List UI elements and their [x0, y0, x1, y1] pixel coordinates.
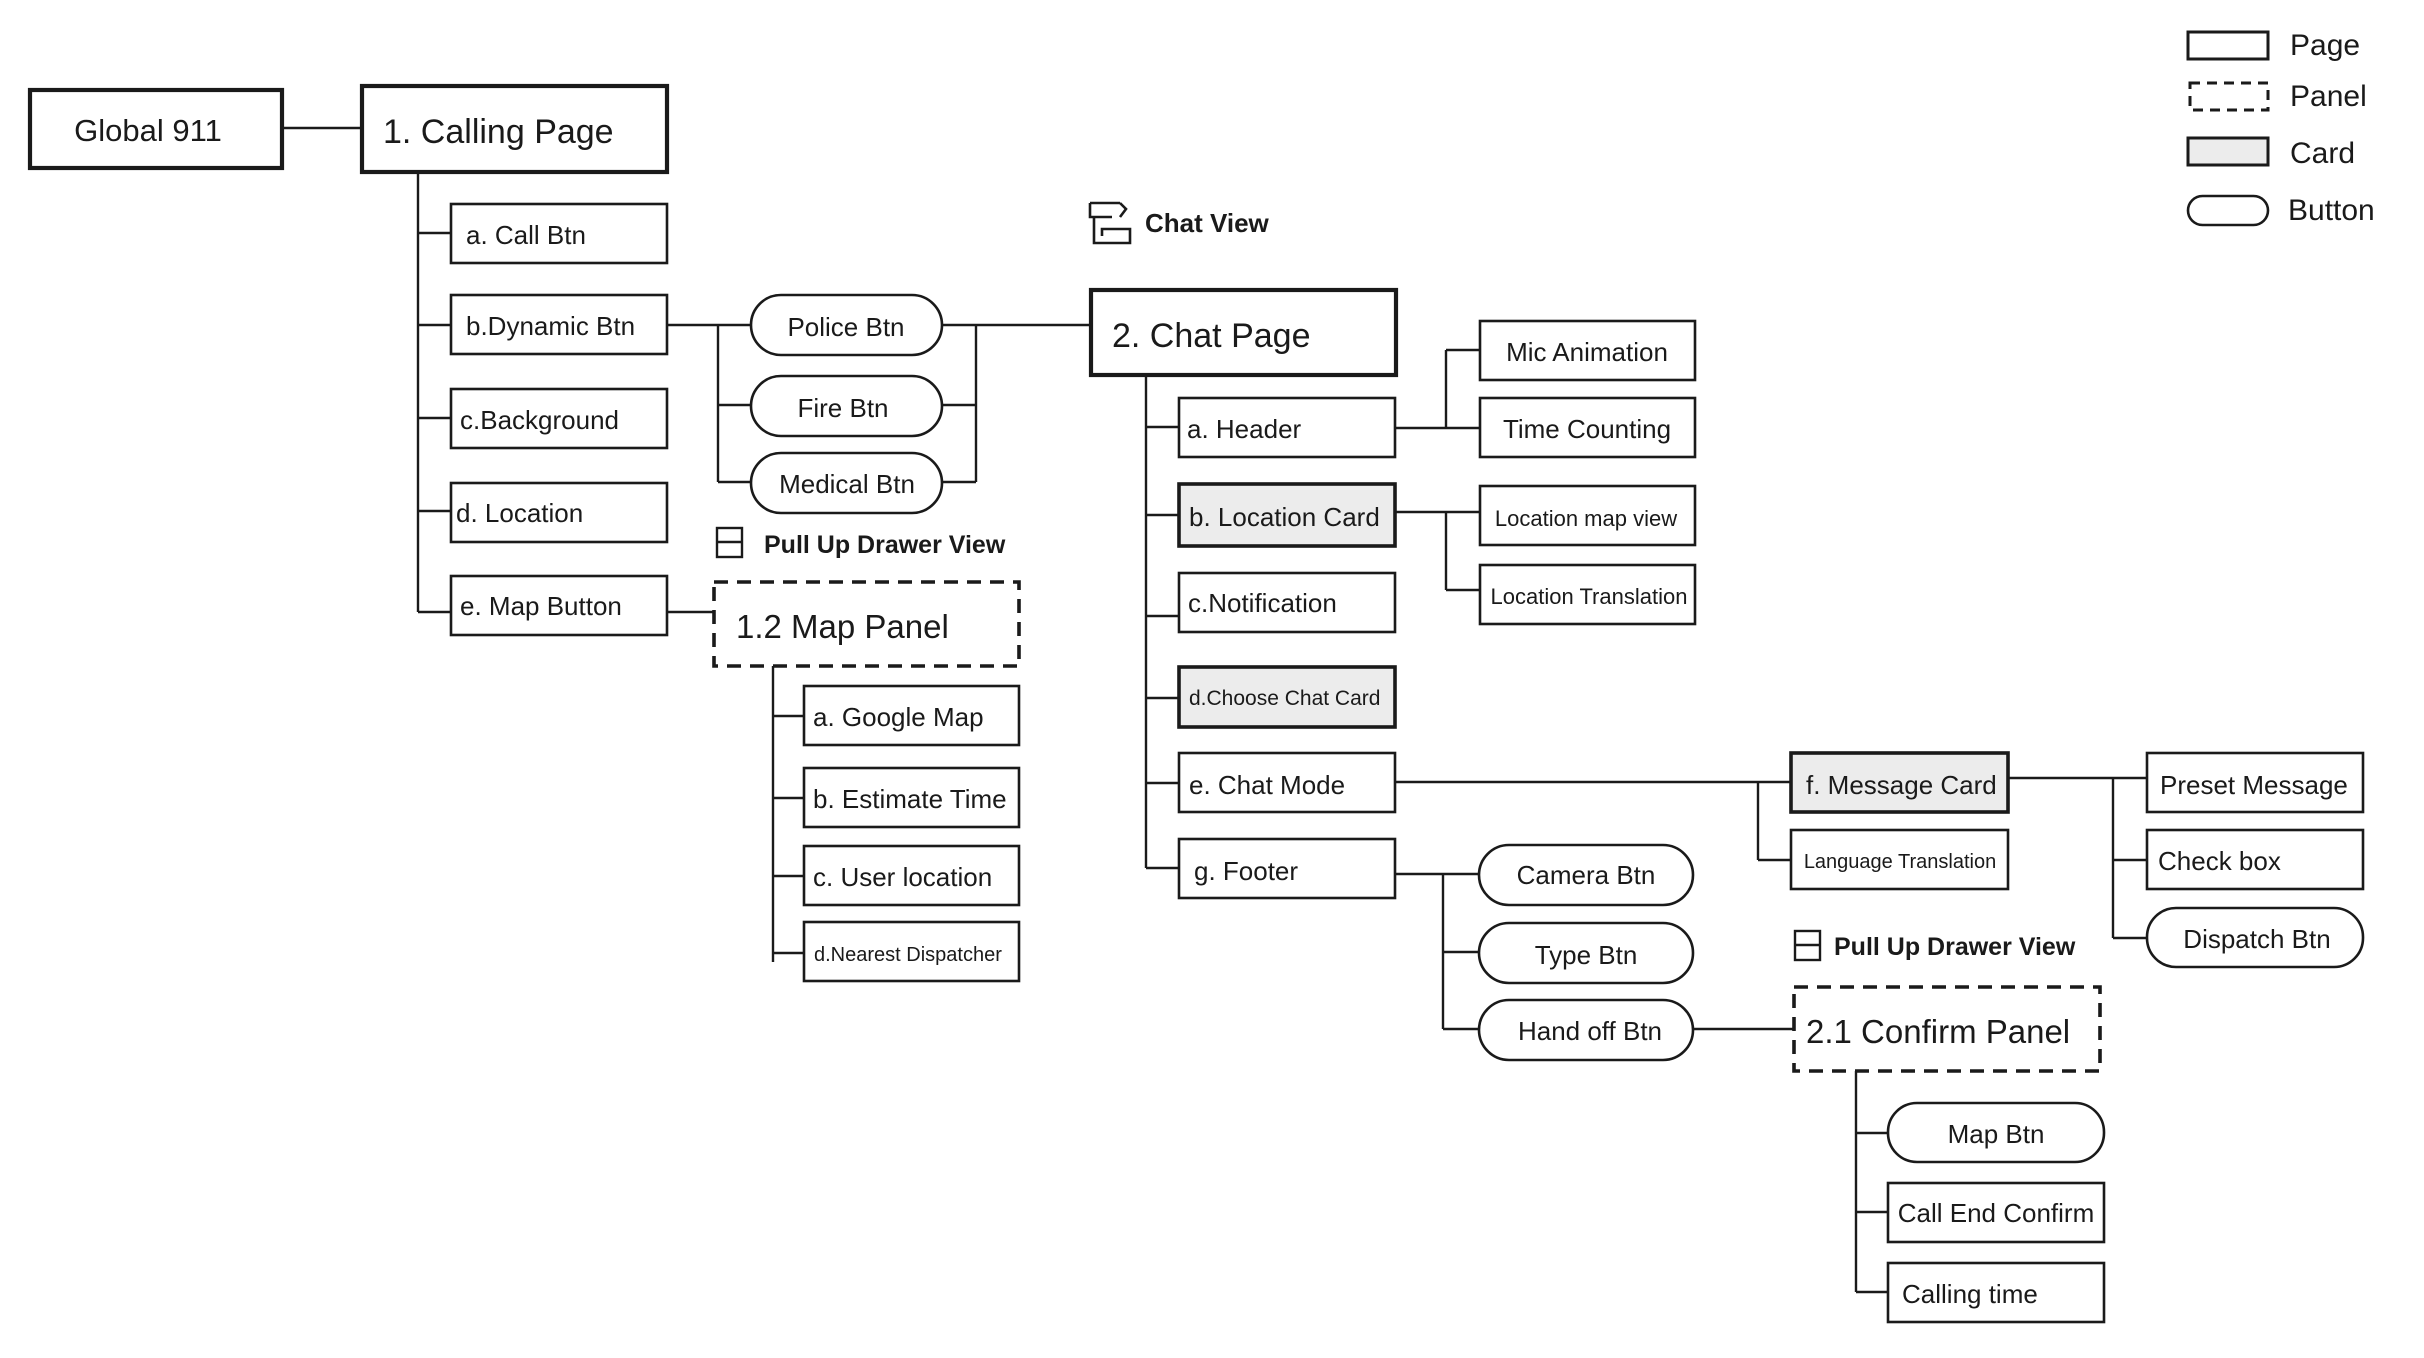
- hand-off-btn-node: Hand off Btn: [1477, 998, 1695, 1062]
- legend-button-label: Button: [2288, 194, 2375, 227]
- background-label: c.Background: [460, 405, 619, 435]
- location-label: d. Location: [456, 498, 583, 528]
- language-translation-label: Language Translation: [1804, 851, 1996, 873]
- fire-btn-node: Fire Btn: [749, 374, 944, 438]
- location-node: d. Location: [449, 481, 669, 544]
- legend-panel-label: Panel: [2290, 80, 2367, 113]
- legend-card: Card: [2186, 136, 2355, 170]
- police-btn-node: Police Btn: [749, 293, 944, 357]
- estimate-time-label: b. Estimate Time: [813, 784, 1007, 814]
- calling-page: 1. Calling Page: [359, 83, 670, 175]
- location-card-label: b. Location Card: [1189, 502, 1380, 532]
- message-card-label: f. Message Card: [1806, 770, 1997, 800]
- pull-up-drawer-text-1: Pull Up Drawer View: [764, 531, 1006, 559]
- notification-label: c.Notification: [1188, 588, 1337, 618]
- dynamic-btn-label: b.Dynamic Btn: [466, 311, 635, 341]
- location-map-view-label: Location map view: [1495, 506, 1677, 531]
- map-button-label: e. Map Button: [460, 591, 622, 621]
- medical-btn-node: Medical Btn: [749, 451, 944, 515]
- google-map-node: a. Google Map: [802, 684, 1021, 747]
- mic-animation-label: Mic Animation: [1506, 337, 1668, 367]
- chat-mode-label: e. Chat Mode: [1189, 770, 1345, 800]
- nearest-dispatcher-node: d.Nearest Dispatcher: [802, 920, 1021, 983]
- dynamic-btn-node: b.Dynamic Btn: [449, 293, 669, 356]
- check-box-label: Check box: [2158, 846, 2281, 876]
- calling-time-node: Calling time: [1886, 1261, 2106, 1324]
- calling-time-label: Calling time: [1902, 1279, 2038, 1309]
- header-node: a. Header: [1177, 396, 1397, 459]
- map-panel: 1.2 Map Panel: [712, 580, 1021, 668]
- map-panel-label: 1.2 Map Panel: [736, 608, 949, 645]
- type-btn-label: Type Btn: [1535, 940, 1638, 970]
- location-card-node: b. Location Card: [1177, 482, 1397, 548]
- map-button-node: e. Map Button: [449, 574, 669, 637]
- police-btn-label: Police Btn: [787, 312, 904, 342]
- map-btn-label: Map Btn: [1948, 1119, 2045, 1149]
- preset-message-node: Preset Message: [2145, 751, 2365, 814]
- location-translation-label: Location Translation: [1491, 584, 1688, 609]
- legend: Page Panel Card Button: [2186, 29, 2375, 227]
- location-map-view-node: Location map view: [1478, 484, 1697, 547]
- check-box-node: Check box: [2145, 828, 2365, 891]
- camera-btn-node: Camera Btn: [1477, 843, 1695, 907]
- legend-page: Page: [2186, 29, 2360, 62]
- global-911-label: Global 911: [74, 113, 222, 148]
- legend-page-label: Page: [2290, 29, 2360, 62]
- type-btn-node: Type Btn: [1477, 921, 1695, 985]
- confirm-panel-label: 2.1 Confirm Panel: [1806, 1013, 2070, 1050]
- chat-view-icon: [1088, 201, 1132, 245]
- map-btn-node: Map Btn: [1886, 1101, 2106, 1164]
- message-card-node: f. Message Card: [1789, 751, 2010, 814]
- call-end-confirm-label: Call End Confirm: [1898, 1198, 2095, 1228]
- preset-message-label: Preset Message: [2160, 770, 2348, 800]
- camera-btn-label: Camera Btn: [1517, 860, 1656, 890]
- legend-panel: Panel: [2188, 80, 2367, 113]
- footer-node: g. Footer: [1177, 837, 1397, 900]
- confirm-panel: 2.1 Confirm Panel: [1792, 985, 2102, 1073]
- call-end-confirm-node: Call End Confirm: [1886, 1181, 2106, 1244]
- time-counting-label: Time Counting: [1503, 414, 1671, 444]
- mic-animation-node: Mic Animation: [1478, 319, 1697, 382]
- dispatch-btn-node: Dispatch Btn: [2145, 906, 2365, 969]
- google-map-label: a. Google Map: [813, 702, 984, 732]
- calling-page-label: 1. Calling Page: [383, 113, 614, 151]
- estimate-time-node: b. Estimate Time: [802, 766, 1021, 829]
- choose-chat-card-node: d.Choose Chat Card: [1177, 665, 1397, 729]
- header-label: a. Header: [1187, 414, 1302, 444]
- location-translation-node: Location Translation: [1478, 563, 1697, 626]
- background-node: c.Background: [449, 387, 669, 450]
- drawer-icon: [1793, 929, 1822, 962]
- time-counting-node: Time Counting: [1478, 396, 1697, 459]
- connectors: [282, 126, 2147, 1294]
- dispatch-btn-label: Dispatch Btn: [2183, 924, 2330, 954]
- chat-view-label: Chat View: [1088, 201, 1270, 245]
- choose-chat-card-label: d.Choose Chat Card: [1189, 687, 1380, 710]
- pull-up-drawer-text-2: Pull Up Drawer View: [1834, 933, 2076, 961]
- chat-page: 2. Chat Page: [1088, 287, 1399, 378]
- call-btn-node: a. Call Btn: [449, 202, 669, 265]
- chat-mode-node: e. Chat Mode: [1177, 751, 1397, 814]
- call-btn-label: a. Call Btn: [466, 220, 586, 250]
- global-911-page: Global 911: [27, 87, 285, 171]
- pull-up-drawer-label-2: Pull Up Drawer View: [1793, 929, 2076, 962]
- nearest-dispatcher-label: d.Nearest Dispatcher: [814, 944, 1002, 966]
- language-translation-node: Language Translation: [1789, 828, 2010, 891]
- chat-view-text: Chat View: [1145, 208, 1270, 238]
- fire-btn-label: Fire Btn: [797, 393, 888, 423]
- medical-btn-label: Medical Btn: [779, 469, 915, 499]
- footer-label: g. Footer: [1194, 856, 1298, 886]
- user-location-node: c. User location: [802, 844, 1021, 907]
- notification-node: c.Notification: [1177, 571, 1397, 634]
- user-location-label: c. User location: [813, 862, 992, 892]
- hand-off-btn-label: Hand off Btn: [1518, 1016, 1662, 1046]
- pull-up-drawer-label-1: Pull Up Drawer View: [715, 526, 1006, 559]
- drawer-icon: [715, 526, 744, 559]
- legend-card-label: Card: [2290, 137, 2355, 170]
- chat-page-label: 2. Chat Page: [1112, 317, 1310, 355]
- legend-button: Button: [2186, 194, 2375, 227]
